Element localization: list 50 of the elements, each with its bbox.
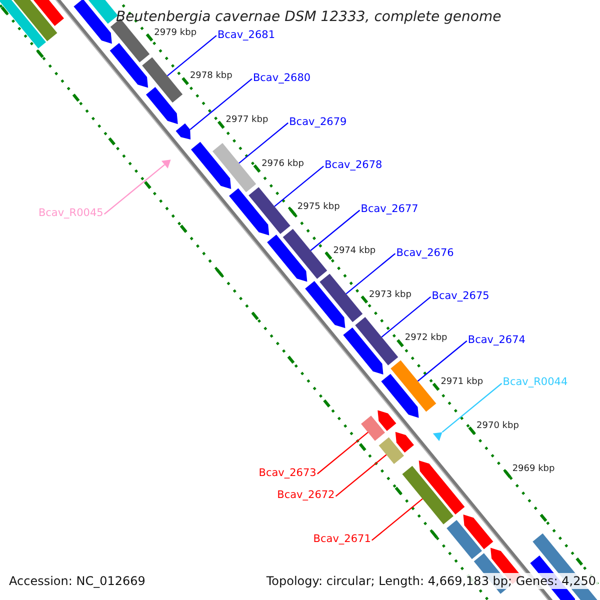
gene-label: Bcav_2672 [277, 488, 335, 502]
leader-line [104, 164, 165, 215]
gene-label: Bcav_R0045 [38, 206, 104, 220]
scale-label: 2975 kbp [297, 202, 340, 214]
gene-label: Bcav_2677 [360, 202, 418, 216]
gene-bar [212, 143, 256, 192]
gene-label: Bcav_2671 [313, 532, 371, 546]
scale-label: 2969 kbp [512, 464, 555, 476]
gene-label: Bcav_2673 [258, 466, 316, 480]
scale-label: 2974 kbp [333, 246, 376, 258]
leader-line [310, 210, 360, 251]
scale-label: 2973 kbp [369, 290, 412, 301]
leader-line [442, 382, 502, 433]
gene-bar [282, 228, 328, 279]
genome-summary-text: Topology: circular; Length: 4,669,183 bp; Genes: 4,250 [264, 573, 598, 589]
gene-bar [142, 57, 183, 103]
leader-line [316, 432, 368, 474]
gene-label: Bcav_2675 [432, 288, 490, 303]
gene-label: Bcav_2676 [396, 246, 454, 260]
gene-label: Bcav_2679 [289, 114, 347, 129]
feature-marker-icon [432, 432, 442, 442]
gene-label: Bcav_2680 [252, 70, 311, 85]
leader-line [346, 253, 396, 294]
scale-label: 2970 kbp [476, 420, 519, 432]
accession-text: Accession: NC_012669 [9, 574, 146, 588]
gene-block [176, 123, 191, 140]
gene-bar [355, 316, 398, 366]
leader-line [335, 454, 387, 497]
gene-label: Bcav_2674 [468, 332, 526, 347]
scale-label: 2979 kbp [154, 28, 197, 39]
scale-label: 2977 kbp [226, 114, 268, 126]
scale-label: 2976 kbp [262, 158, 304, 170]
leader-line [238, 122, 288, 164]
gene-label: Bcav_2678 [324, 158, 382, 172]
gene-label: Bcav_R0044 [502, 375, 568, 390]
leader-line [417, 340, 468, 382]
scale-label: 2978 kbp [190, 71, 232, 82]
leader-line [166, 35, 217, 76]
gene-bar [248, 187, 290, 234]
leader-line [274, 166, 324, 207]
leader-line [381, 296, 432, 338]
gene-label: Bcav_2681 [217, 28, 276, 42]
scale-label: 2972 kbp [404, 333, 448, 344]
feature-marker-icon [161, 160, 171, 169]
gene-bar [361, 416, 385, 441]
gene-bar [320, 274, 363, 322]
leader-line [372, 498, 423, 541]
leader-line [190, 78, 252, 130]
map-title: Beutenbergia cavernae DSM 12333, complete genome [116, 9, 502, 25]
scale-label: 2971 kbp [440, 377, 484, 388]
